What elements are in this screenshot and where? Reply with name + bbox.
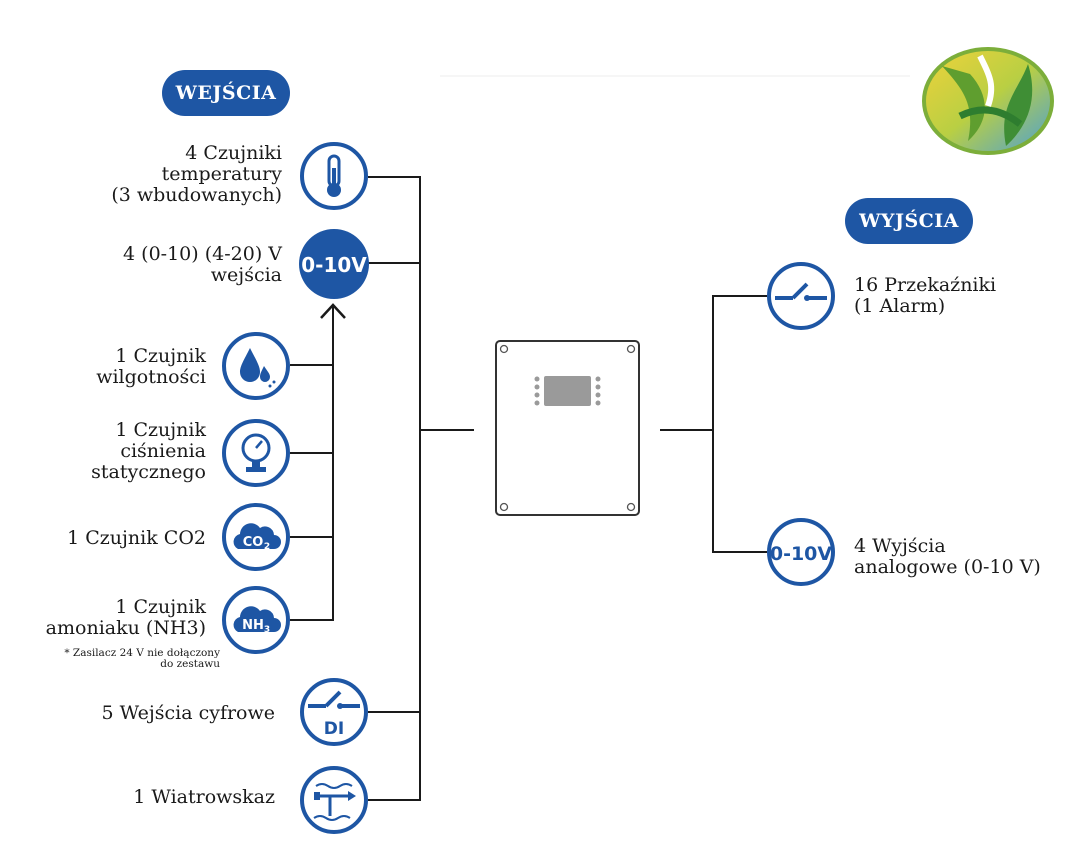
relays-label: 16 Przekaźniki(1 Alarm) xyxy=(854,274,997,317)
svg-text:NH: NH xyxy=(242,618,264,633)
digital-inputs-label: 5 Wejścia cyfrowe xyxy=(101,702,275,724)
0-10v-output-icon: 0-10V xyxy=(767,518,835,586)
outputs-title-badge: WYJŚCIA xyxy=(845,198,973,244)
svg-text:3: 3 xyxy=(264,625,270,635)
svg-text:DI: DI xyxy=(324,719,344,739)
co2-cloud-icon: CO 2 xyxy=(222,503,290,571)
svg-text:0-10V: 0-10V xyxy=(301,253,367,277)
svg-text:0-10V: 0-10V xyxy=(770,543,833,565)
co2-sensor-label: 1 Czujnik CO2 xyxy=(67,527,206,549)
humidity-drop-icon xyxy=(222,332,290,400)
svg-text:2: 2 xyxy=(264,542,270,552)
relay-switch-icon xyxy=(767,262,835,330)
digital-input-switch-icon: DI xyxy=(300,678,368,746)
0-10v-icon: 0-10V xyxy=(299,229,369,299)
wind-vane-icon xyxy=(300,766,368,834)
controller-unit xyxy=(495,340,640,516)
inputs-title-badge: WEJŚCIA xyxy=(162,70,290,116)
wind-vane-label: 1 Wiatrowskaz xyxy=(133,786,275,808)
svg-text:CO: CO xyxy=(243,535,264,550)
company-logo xyxy=(922,47,1054,155)
thermometer-icon xyxy=(300,142,368,210)
pressure-gauge-icon xyxy=(222,419,290,487)
nh3-cloud-icon: NH 3 xyxy=(222,586,290,654)
